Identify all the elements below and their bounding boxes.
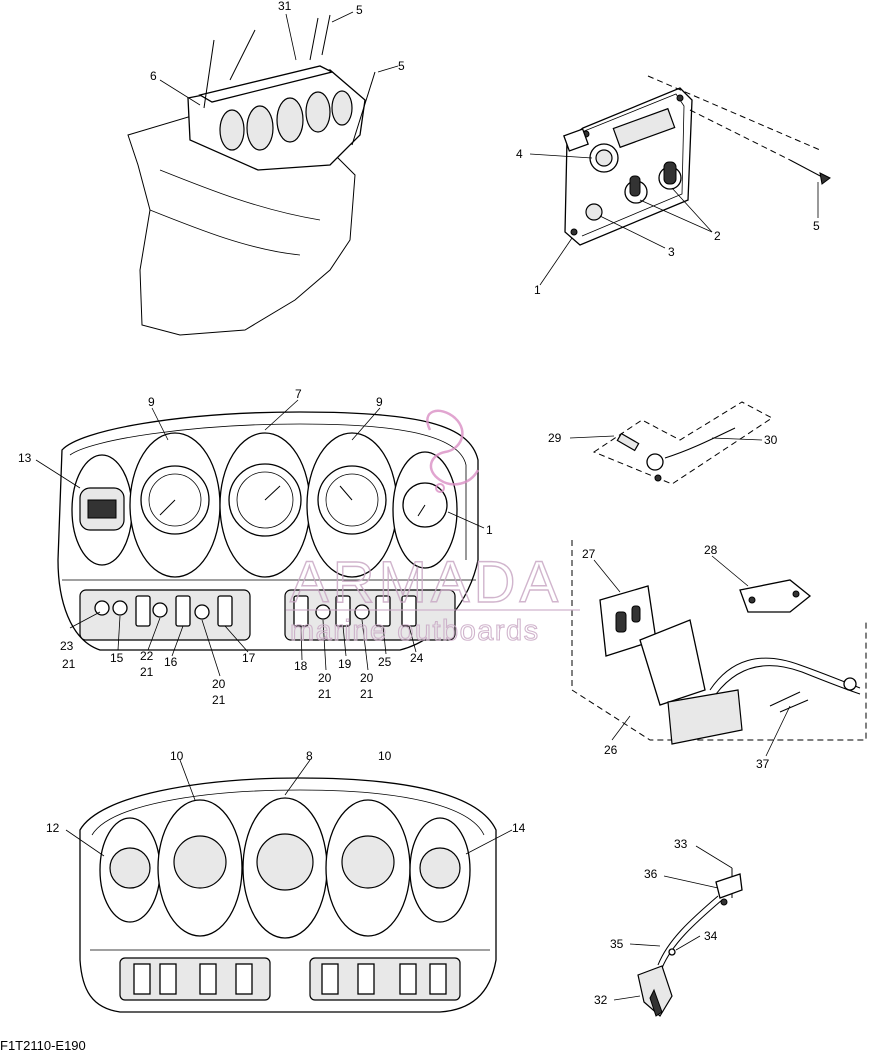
- bracket-arm: [639, 619, 706, 706]
- toggle-switch-b: [658, 161, 682, 190]
- rear-gauge-10-left: [157, 799, 243, 937]
- callout-15: 15: [110, 651, 124, 665]
- callout-20-a: 20: [212, 677, 226, 691]
- callout-16: 16: [164, 655, 178, 669]
- callout-35: 35: [610, 937, 624, 951]
- rear-switch-row: [119, 957, 461, 1001]
- callout-6: 6: [150, 69, 157, 83]
- callout-1-console: 1: [486, 523, 493, 537]
- gauge-holes: [219, 90, 353, 151]
- callout-21-d: 21: [318, 687, 332, 701]
- gauge-9-left: [129, 432, 221, 578]
- instrument-console-rear: 10 8 10 12 14: [46, 749, 526, 1013]
- relay-dashed-box: [571, 540, 867, 741]
- callout-2: 2: [714, 229, 721, 243]
- relay-box: [667, 689, 743, 745]
- rear-gauge-14: [409, 817, 471, 923]
- relay-bracket-assembly: 27 28 26 37: [571, 540, 867, 771]
- callout-13: 13: [18, 451, 32, 465]
- callout-10-right: 10: [378, 749, 392, 763]
- callout-27: 27: [582, 547, 596, 561]
- callout-7: 7: [295, 387, 302, 401]
- callout-19: 19: [338, 657, 352, 671]
- callout-23: 23: [60, 639, 74, 653]
- key-switch-assembly: 33 36 35 34 32: [594, 837, 743, 1017]
- callout-5-mid: 5: [398, 59, 405, 73]
- harness-dashed-box: [592, 401, 773, 485]
- digital-meter-13: [71, 454, 133, 566]
- rear-gauge-10-right: [325, 799, 411, 937]
- callout-14: 14: [512, 821, 526, 835]
- mount-screw: [789, 159, 831, 185]
- callout-34: 34: [704, 929, 718, 943]
- callout-12: 12: [46, 821, 60, 835]
- callout-25: 25: [378, 655, 392, 669]
- callout-9-right: 9: [376, 395, 383, 409]
- switch-row-right: [284, 589, 456, 641]
- callout-21-b: 21: [140, 665, 154, 679]
- switch-row-left: [79, 589, 251, 641]
- gasket-28: [739, 579, 812, 613]
- callout-4: 4: [516, 147, 523, 161]
- bezel-top-strip: [198, 65, 334, 103]
- gauge-7-center: [219, 432, 311, 578]
- callout-32: 32: [594, 993, 608, 1007]
- callout-9-left: 9: [148, 395, 155, 409]
- callout-21-c: 21: [212, 693, 226, 707]
- callout-21-e: 21: [360, 687, 374, 701]
- gauge-9-right: [306, 432, 398, 578]
- power-socket-part: [563, 128, 619, 173]
- callout-3: 3: [668, 245, 675, 259]
- callout-28: 28: [704, 543, 718, 557]
- panel-label-plate: [612, 107, 676, 149]
- rear-gauge-12: [99, 817, 161, 923]
- callout-36: 36: [644, 867, 658, 881]
- callout-21-a: 21: [62, 657, 76, 671]
- callout-29: 29: [548, 431, 562, 445]
- callout-1-top: 1: [534, 283, 541, 297]
- callout-22: 22: [140, 649, 154, 663]
- armada-watermark: ARMADA marine outboards: [286, 409, 580, 648]
- switch-panel-assembly: 4 2 3 1 5: [516, 75, 831, 297]
- rear-gauge-8: [242, 797, 328, 939]
- callout-26-mid: 26: [604, 743, 618, 757]
- callout-18: 18: [294, 659, 308, 673]
- callout-24: 24: [410, 651, 424, 665]
- callout-20-b: 20: [318, 671, 332, 685]
- callout-30: 30: [764, 433, 778, 447]
- indicator-lamp: [585, 203, 603, 221]
- watermark-logo-icon: [426, 409, 480, 486]
- toggle-switch-a: [624, 175, 648, 204]
- callout-20-c: 20: [360, 671, 374, 685]
- callout-33: 33: [674, 837, 688, 851]
- callout-17: 17: [242, 651, 256, 665]
- key-part-32: [637, 965, 673, 1017]
- console-housing-assembly: 6 31 5 5: [127, 0, 405, 336]
- bulb-harness-assembly: 29 30: [548, 401, 778, 485]
- callout-8: 8: [306, 749, 313, 763]
- callout-10-left: 10: [170, 749, 184, 763]
- callout-37: 37: [756, 757, 770, 771]
- callout-5-top: 5: [356, 3, 363, 17]
- callout-5-right: 5: [813, 219, 820, 233]
- figure-code: F1T2110-E190: [0, 1038, 86, 1053]
- watermark-brand: ARMADA: [290, 550, 562, 615]
- watermark-tagline: marine outboards: [290, 615, 540, 647]
- instrument-console-front: 9 7 9 13 1 23 21 15 22 21 16 17 20 21 18…: [18, 387, 493, 707]
- callout-31: 31: [278, 0, 292, 13]
